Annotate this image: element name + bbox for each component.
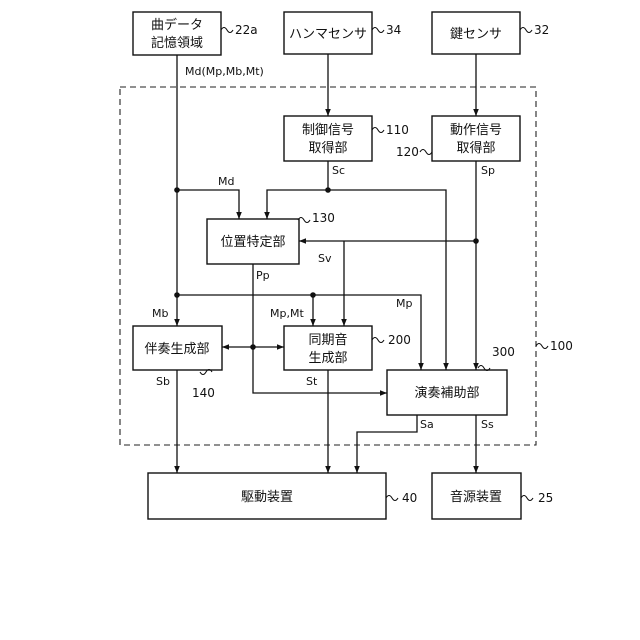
ref-25: 25 xyxy=(538,491,553,505)
hammer-sensor-label: ハンマセンサ xyxy=(289,27,367,42)
signal-sc: Sc xyxy=(332,164,345,177)
song-storage-label-1: 曲データ xyxy=(151,17,203,33)
control-signal-label-1: 制御信号 xyxy=(302,123,354,138)
drive-device-block: 駆動装置 xyxy=(148,473,386,519)
position-identify-label: 位置特定部 xyxy=(220,235,285,250)
leader-25 xyxy=(521,496,533,501)
leader-100 xyxy=(536,344,548,349)
performance-assist-block: 演奏補助部 xyxy=(387,370,507,415)
control-signal-block: 制御信号 取得部 xyxy=(284,116,372,161)
signal-sb: Sb xyxy=(156,375,170,388)
action-signal-block: 動作信号 取得部 xyxy=(432,116,520,161)
performance-assist-label: 演奏補助部 xyxy=(414,385,479,401)
wire-sa-to-drive xyxy=(357,415,417,473)
ref-300: 300 xyxy=(492,345,515,359)
leader-22a xyxy=(221,28,233,33)
action-signal-label-2: 取得部 xyxy=(456,140,495,156)
leader-200 xyxy=(372,338,384,343)
junction-sc xyxy=(325,187,331,193)
junction-accomp-sync xyxy=(250,344,256,350)
accompaniment-block: 伴奏生成部 xyxy=(133,326,222,370)
hammer-sensor-block: ハンマセンサ xyxy=(284,12,372,54)
ref-100: 100 xyxy=(550,339,573,353)
ref-110: 110 xyxy=(386,123,409,137)
leader-130 xyxy=(298,218,310,223)
leader-40 xyxy=(386,496,398,501)
key-sensor-block: 鍵センサ xyxy=(432,12,520,54)
ref-200: 200 xyxy=(388,333,411,347)
signal-pp: Pp xyxy=(256,269,270,282)
key-sensor-label: 鍵センサ xyxy=(450,26,502,42)
sync-sound-label-1: 同期音 xyxy=(308,332,347,348)
signal-md: Md xyxy=(218,175,234,188)
ref-34: 34 xyxy=(386,23,401,37)
leader-34 xyxy=(372,28,384,33)
signal-mp-mt: Mp,Mt xyxy=(270,307,304,320)
junction-sp xyxy=(473,238,479,244)
signal-ss: Ss xyxy=(481,418,494,431)
ref-130: 130 xyxy=(312,211,335,225)
position-identify-block: 位置特定部 xyxy=(207,219,299,264)
leader-32 xyxy=(520,28,532,33)
signal-sv: Sv xyxy=(318,252,332,265)
control-signal-label-2: 取得部 xyxy=(308,140,347,156)
signal-mp: Mp xyxy=(396,297,412,310)
sync-sound-label-2: 生成部 xyxy=(308,351,347,366)
junction-md xyxy=(174,187,180,193)
sound-source-block: 音源装置 xyxy=(432,473,521,519)
signal-sa: Sa xyxy=(420,418,434,431)
sync-sound-block: 同期音 生成部 xyxy=(284,326,372,370)
signal-mb: Mb xyxy=(152,307,168,320)
wire-md-to-position xyxy=(177,190,239,219)
junction-mp xyxy=(310,292,316,298)
leader-110 xyxy=(372,128,384,133)
signal-sp: Sp xyxy=(481,164,495,177)
leader-120 xyxy=(420,150,432,155)
drive-device-label: 駆動装置 xyxy=(241,490,293,505)
ref-140: 140 xyxy=(192,386,215,400)
junction-mb xyxy=(174,292,180,298)
song-storage-label-2: 記憶領域 xyxy=(151,35,203,51)
signal-st: St xyxy=(306,375,318,388)
signal-md-full: Md(Mp,Mb,Mt) xyxy=(185,65,264,78)
ref-22a: 22a xyxy=(235,23,258,37)
accompaniment-label: 伴奏生成部 xyxy=(144,342,209,357)
sound-source-label: 音源装置 xyxy=(450,489,502,505)
ref-40: 40 xyxy=(402,491,417,505)
action-signal-label-1: 動作信号 xyxy=(450,123,502,138)
ref-120: 120 xyxy=(396,145,419,159)
song-storage-block: 曲データ 記憶領域 xyxy=(133,12,221,55)
ref-32: 32 xyxy=(534,23,549,37)
